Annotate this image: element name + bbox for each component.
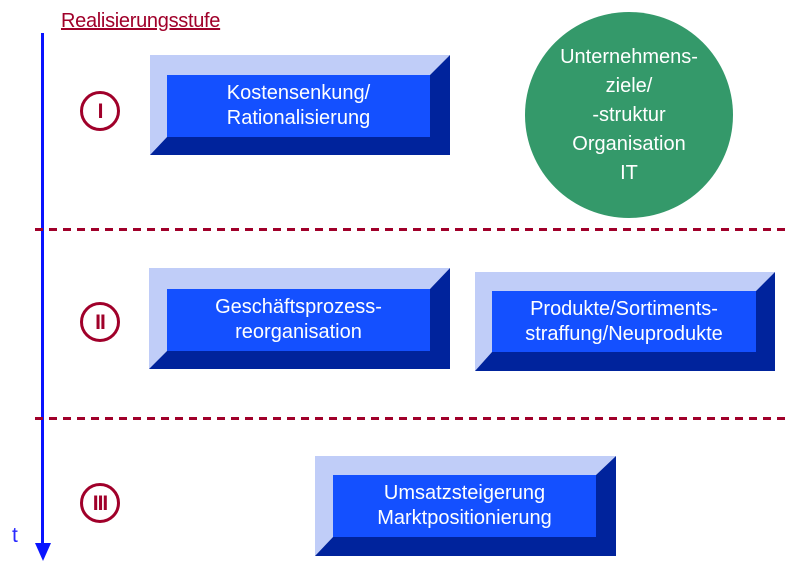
bevel-shape xyxy=(149,268,450,369)
circle-text-line: IT xyxy=(620,161,638,184)
box-text-line: Produkte/Sortiments- xyxy=(530,297,718,320)
box-text-line: Rationalisierung xyxy=(226,107,371,129)
stage-numeral: II xyxy=(95,310,106,334)
stage-numeral: I xyxy=(97,99,104,123)
box-process-reorganisation: Geschäftsprozess- reorganisation xyxy=(149,268,450,369)
box-products: Produkte/Sortiments- straffung/Neuproduk… xyxy=(475,272,775,371)
stage-marker-3: III xyxy=(80,483,120,523)
bevel-shape xyxy=(475,272,775,371)
bevel-shape xyxy=(315,456,616,556)
corporate-goals-circle: Unternehmens- ziele/ -struktur Organisat… xyxy=(525,12,733,218)
stage-divider-2 xyxy=(35,417,787,420)
circle-text-line: Organisation xyxy=(572,132,686,155)
stage-numeral: III xyxy=(92,491,108,515)
box-cost-reduction: Kostensenkung/ Rationalisierung xyxy=(150,55,450,155)
circle-text-line: -struktur xyxy=(592,103,666,126)
diagram-title: Realisierungsstufe xyxy=(61,10,221,32)
box-text-line: Umsatzsteigerung xyxy=(383,482,546,504)
timeline-arrow-icon xyxy=(35,543,51,561)
time-axis-label: t xyxy=(12,524,18,547)
box-text-line: reorganisation xyxy=(235,321,362,343)
box-text-line: straffung/Neuprodukte xyxy=(525,322,723,345)
box-text-line: Marktpositionierung xyxy=(377,507,552,529)
stage-marker-2: II xyxy=(80,302,120,342)
stage-divider-1 xyxy=(35,228,787,231)
box-revenue: Umsatzsteigerung Marktpositionierung xyxy=(315,456,616,556)
stage-marker-1: I xyxy=(80,91,120,131)
box-text-line: Kostensenkung/ xyxy=(226,82,371,104)
bevel-shape xyxy=(150,55,450,155)
timeline-axis xyxy=(41,33,44,545)
box-text-line: Geschäftsprozess- xyxy=(215,296,382,318)
circle-text-line: Unternehmens- xyxy=(560,45,698,68)
circle-text-line: ziele/ xyxy=(605,74,653,97)
